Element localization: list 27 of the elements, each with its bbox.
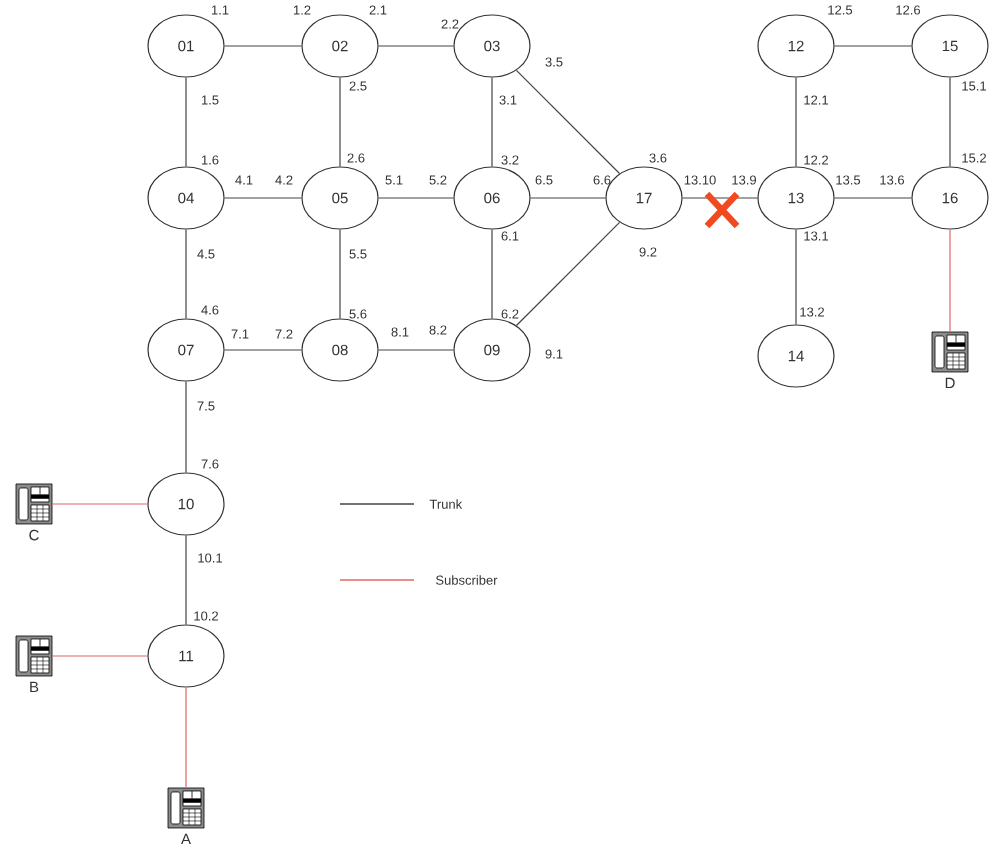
connection-line: [795, 229, 797, 325]
connection-line: [185, 229, 187, 319]
connection-line: [339, 229, 341, 319]
connection-line: [224, 197, 302, 199]
connection-line: [515, 69, 621, 175]
connection-line: [491, 229, 493, 319]
connection-line: [378, 45, 454, 47]
connection-line: [834, 197, 912, 199]
connection-line: [51, 503, 148, 505]
connection-line: [378, 349, 454, 351]
connection-line: [185, 77, 187, 167]
connection-line: [949, 229, 951, 333]
connection-line: [795, 77, 797, 167]
connection-line: [378, 197, 454, 199]
connection-line: [224, 45, 302, 47]
connection-line: [185, 535, 187, 625]
connection-line: [224, 349, 302, 351]
connection-line: [339, 77, 341, 167]
connection-line: [515, 221, 621, 327]
connection-line: [530, 197, 606, 199]
connection-line: [682, 197, 758, 199]
connection-line: [51, 655, 148, 657]
connection-line: [491, 77, 493, 167]
connection-line: [185, 381, 187, 473]
connection-line: [185, 687, 187, 789]
connection-line: [834, 45, 912, 47]
connection-line: [949, 77, 951, 167]
